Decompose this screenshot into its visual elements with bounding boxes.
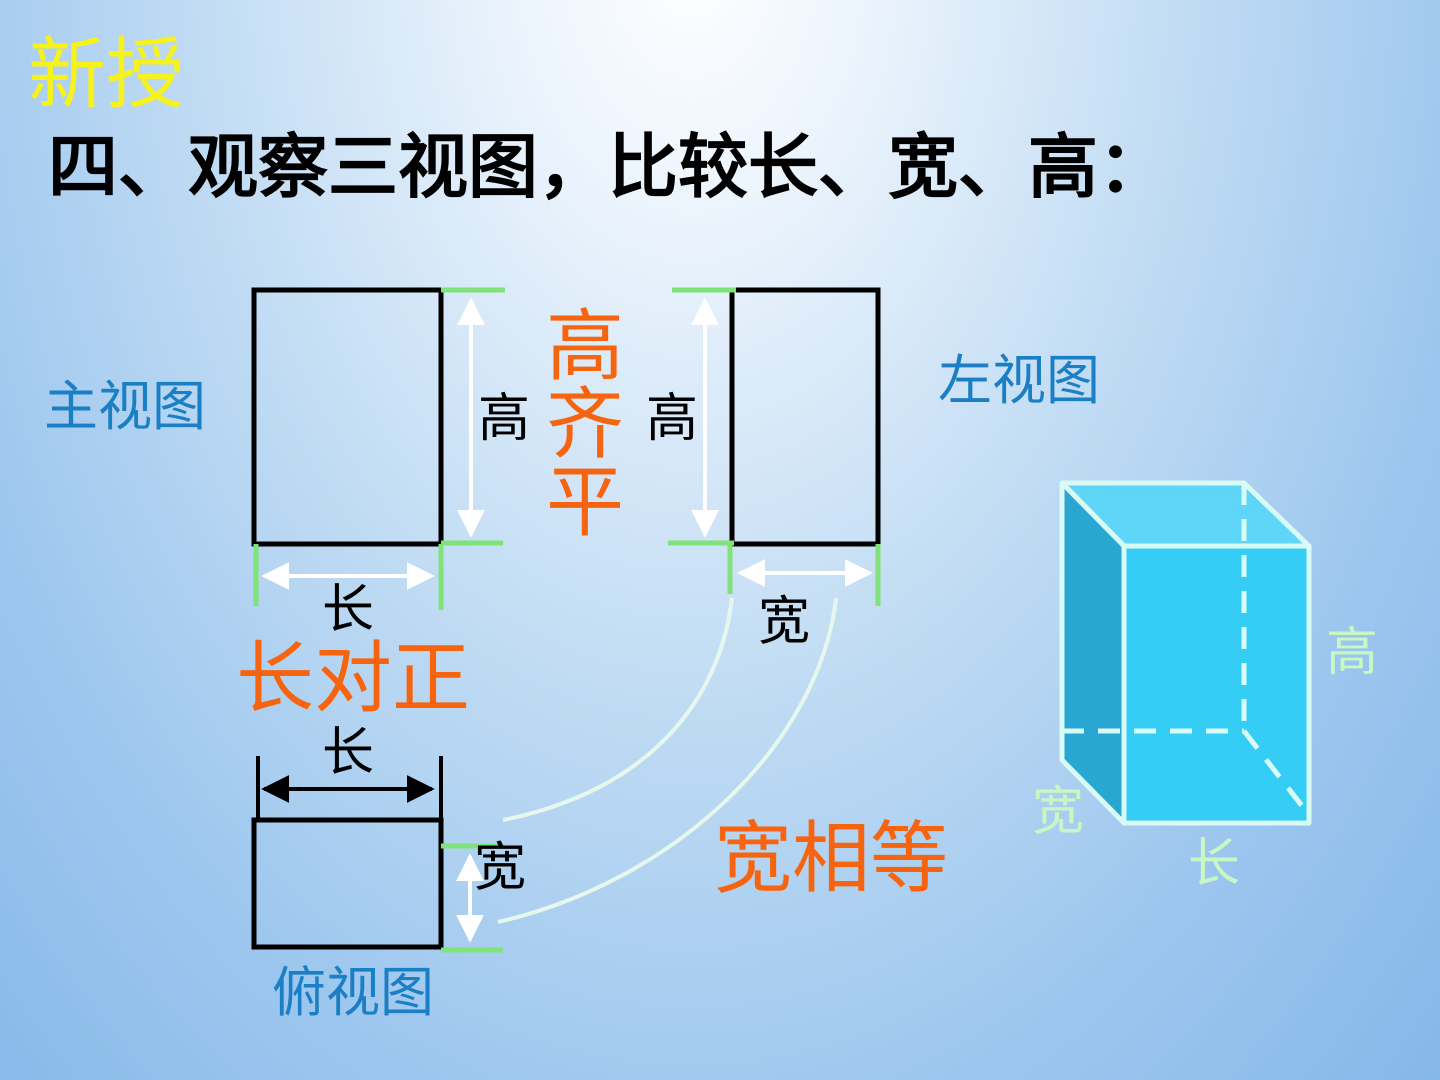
top-width-label: 宽 <box>474 838 527 898</box>
width-transfer-arcs <box>497 597 838 924</box>
cuboid-hidden-edges <box>1062 483 1311 817</box>
top-view-label: 俯视图 <box>272 961 434 1024</box>
cuboid-width-label: 宽 <box>1032 782 1085 842</box>
cuboid-length-label: 长 <box>1188 834 1241 894</box>
cuboid <box>1059 480 1312 826</box>
cuboid-height-label: 高 <box>1326 623 1379 683</box>
section-tag: 新授 <box>28 30 185 120</box>
alignment-guides <box>253 287 881 953</box>
top-view-extension-lines <box>256 756 443 820</box>
height-rule-label: 高齐平 <box>546 302 625 548</box>
front-view-label: 主视图 <box>44 375 206 438</box>
length-rule-label: 长对正 <box>236 634 471 724</box>
left-view-rect <box>729 287 881 547</box>
dimension-arrows <box>261 297 873 943</box>
top-length-label: 长 <box>322 723 375 783</box>
front-view-rect <box>251 287 444 547</box>
cuboid-front-face <box>1121 543 1312 826</box>
front-length-label: 长 <box>322 580 375 640</box>
left-height-label: 高 <box>646 389 699 449</box>
left-width-label: 宽 <box>758 592 811 652</box>
slide-heading: 四、观察三视图，比较长、宽、高： <box>48 125 1168 208</box>
width-rule-label: 宽相等 <box>714 814 949 904</box>
front-height-label: 高 <box>478 389 531 449</box>
left-view-label: 左视图 <box>938 349 1100 412</box>
cuboid-side-face <box>1059 480 1127 826</box>
top-view-rect <box>251 817 444 950</box>
